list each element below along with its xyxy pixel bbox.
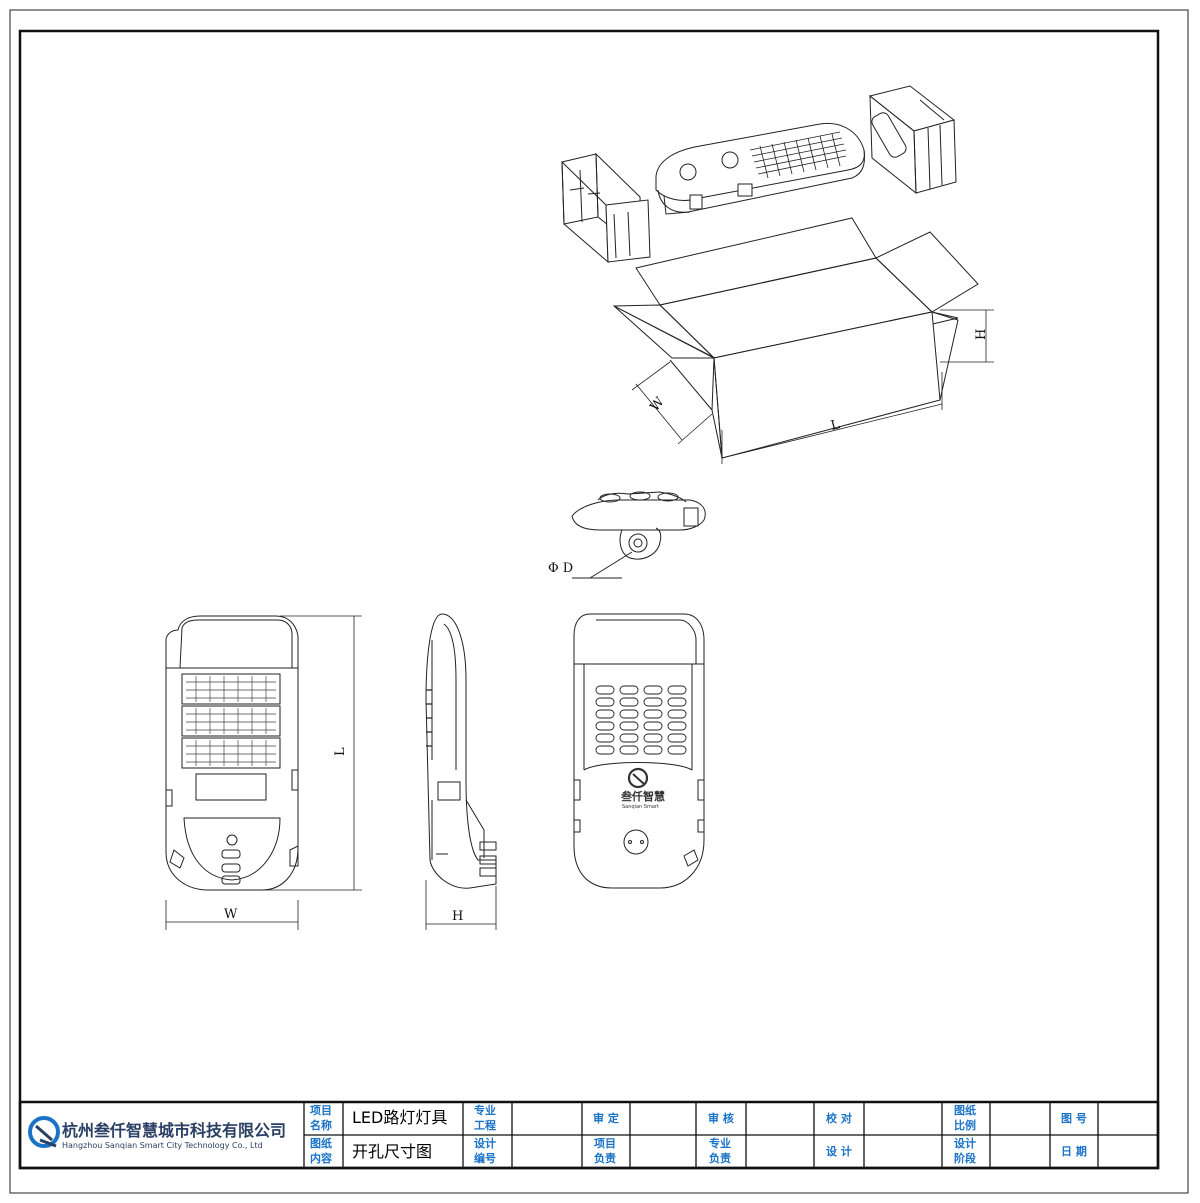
scale-label-2: 比例 bbox=[954, 1118, 976, 1132]
pole-diameter-label: Φ D bbox=[548, 561, 573, 576]
box-height-label: H bbox=[974, 329, 989, 340]
lamp-height-label: H bbox=[452, 909, 463, 924]
drawing-content-value: 开孔尺寸图 bbox=[352, 1142, 432, 1161]
lamp-side-dimensions bbox=[425, 880, 497, 930]
pole-mount-view bbox=[571, 491, 706, 579]
project-name-label-2: 名称 bbox=[310, 1118, 332, 1132]
lamp-brand-mark-tail bbox=[632, 773, 645, 785]
design-label: 设 计 bbox=[826, 1144, 852, 1158]
led-modules bbox=[181, 673, 281, 769]
lamp-width-label: W bbox=[224, 907, 238, 922]
specialty-lead-label-1: 专业 bbox=[709, 1136, 731, 1150]
approve-label: 审 定 bbox=[593, 1111, 619, 1125]
lamp-brand-logo bbox=[627, 767, 649, 789]
right-foam-block bbox=[868, 85, 957, 195]
company-logo-icon bbox=[28, 1116, 60, 1148]
box-dimensions bbox=[631, 309, 994, 464]
packaging-view: H L W bbox=[561, 85, 994, 464]
left-foam-block bbox=[561, 152, 651, 264]
carton-box bbox=[612, 217, 979, 459]
box-width-label: W bbox=[648, 394, 668, 414]
review-label: 审 核 bbox=[708, 1111, 734, 1125]
lamp-brand-mark-icon bbox=[627, 767, 649, 789]
project-name-label-1: 项目 bbox=[310, 1104, 332, 1117]
check-label: 校 对 bbox=[826, 1111, 852, 1125]
outer-border bbox=[9, 9, 1189, 1194]
project-lead-label-2: 负责 bbox=[594, 1151, 616, 1165]
back-vent-grid bbox=[595, 685, 687, 755]
design-number-label-1: 设计 bbox=[474, 1136, 496, 1150]
box-length-label: L bbox=[829, 417, 841, 434]
lamp-back-view bbox=[573, 613, 705, 889]
lamp-side-view bbox=[425, 613, 497, 889]
company-name-en: Hangzhou Sanqian Smart City Technology C… bbox=[62, 1141, 263, 1150]
lamp-brand-en: Sanqian Smart bbox=[622, 804, 659, 810]
drawing-content-label-1: 图纸 bbox=[310, 1136, 332, 1150]
specialty-project-label-1: 专业 bbox=[474, 1103, 496, 1117]
drawing-content-label-2: 内容 bbox=[310, 1151, 332, 1165]
scale-label-1: 图纸 bbox=[954, 1103, 976, 1117]
company-name-cn: 杭州叁仟智慧城市科技有限公司 bbox=[62, 1121, 286, 1140]
lamp-front-dimensions bbox=[165, 615, 362, 930]
date-label: 日 期 bbox=[1061, 1144, 1087, 1158]
stage-label-1: 设计 bbox=[954, 1136, 976, 1150]
lamp-brand-cn: 叁仟智慧 bbox=[620, 789, 665, 803]
title-block: 杭州叁仟智慧城市科技有限公司 Hangzhou Sanqian Smart Ci… bbox=[18, 1100, 1160, 1170]
packaged-lamp bbox=[655, 122, 865, 215]
design-number-label-2: 编号 bbox=[474, 1151, 496, 1165]
lamp-front-view bbox=[165, 615, 299, 891]
specialty-project-label-2: 工程 bbox=[474, 1118, 496, 1132]
project-name-value: LED路灯灯具 bbox=[352, 1108, 447, 1127]
company-logo-swoosh bbox=[35, 1124, 57, 1148]
stage-label-2: 阶段 bbox=[954, 1151, 976, 1165]
drawing-no-label: 图 号 bbox=[1061, 1112, 1087, 1125]
specialty-lead-label-2: 负责 bbox=[709, 1151, 731, 1165]
lamp-length-label: L bbox=[333, 747, 348, 756]
company-logo bbox=[28, 1116, 60, 1148]
project-lead-label-1: 项目 bbox=[594, 1137, 616, 1150]
